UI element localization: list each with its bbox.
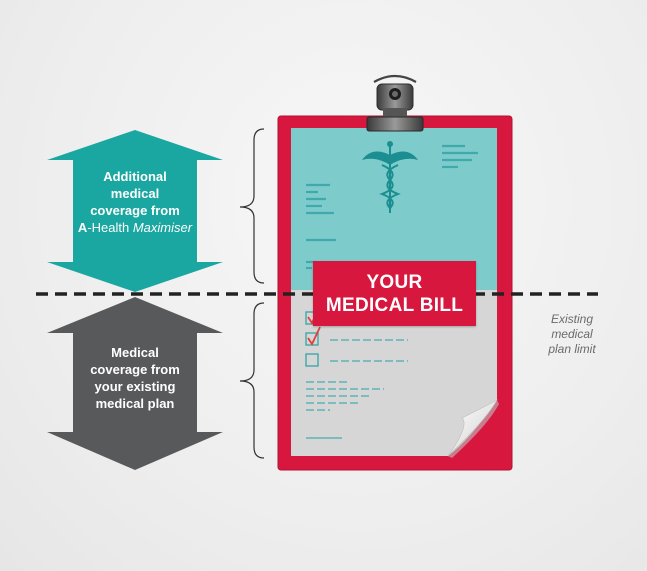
existing-coverage-line-2: coverage from xyxy=(90,362,180,377)
plan-limit-line-2: medical xyxy=(551,327,593,341)
additional-coverage-line-3: coverage from xyxy=(90,203,180,218)
additional-coverage-label: Additional medical coverage from A-Healt… xyxy=(52,168,218,236)
binder-clip-icon xyxy=(366,74,424,132)
existing-coverage-arrow xyxy=(47,297,223,470)
brand-name: A-Health Maximiser xyxy=(52,219,218,236)
checkbox-empty xyxy=(305,353,319,367)
check-mark-2 xyxy=(307,326,321,346)
document-text-lines-upper xyxy=(306,144,478,270)
medical-bill-banner: YOUR MEDICAL BILL xyxy=(313,261,476,326)
brand-suffix: Maximiser xyxy=(132,220,193,235)
upper-brace xyxy=(239,128,265,284)
bill-line-2: MEDICAL BILL xyxy=(325,294,464,316)
additional-coverage-line-2: medical xyxy=(110,186,160,201)
plan-limit-label: Existing medical plan limit xyxy=(522,312,622,357)
brand-middle: -Health xyxy=(87,220,133,235)
existing-coverage-line-1: Medical xyxy=(111,345,159,360)
caduceus-icon xyxy=(362,141,418,213)
existing-coverage-label: Medical coverage from your existing medi… xyxy=(52,344,218,412)
lower-brace xyxy=(239,302,265,459)
brand-prefix: A xyxy=(77,220,88,235)
plan-limit-line-3: plan limit xyxy=(548,342,596,356)
existing-coverage-line-3: your existing xyxy=(94,379,176,394)
existing-coverage-line-4: medical plan xyxy=(95,396,175,411)
medical-document-lower xyxy=(291,290,497,456)
bill-line-1: YOUR xyxy=(366,271,423,293)
page-curl xyxy=(447,399,498,457)
additional-coverage-arrow xyxy=(47,130,223,292)
plan-limit-line-1: Existing xyxy=(550,312,594,326)
additional-coverage-line-1: Additional xyxy=(103,169,167,184)
